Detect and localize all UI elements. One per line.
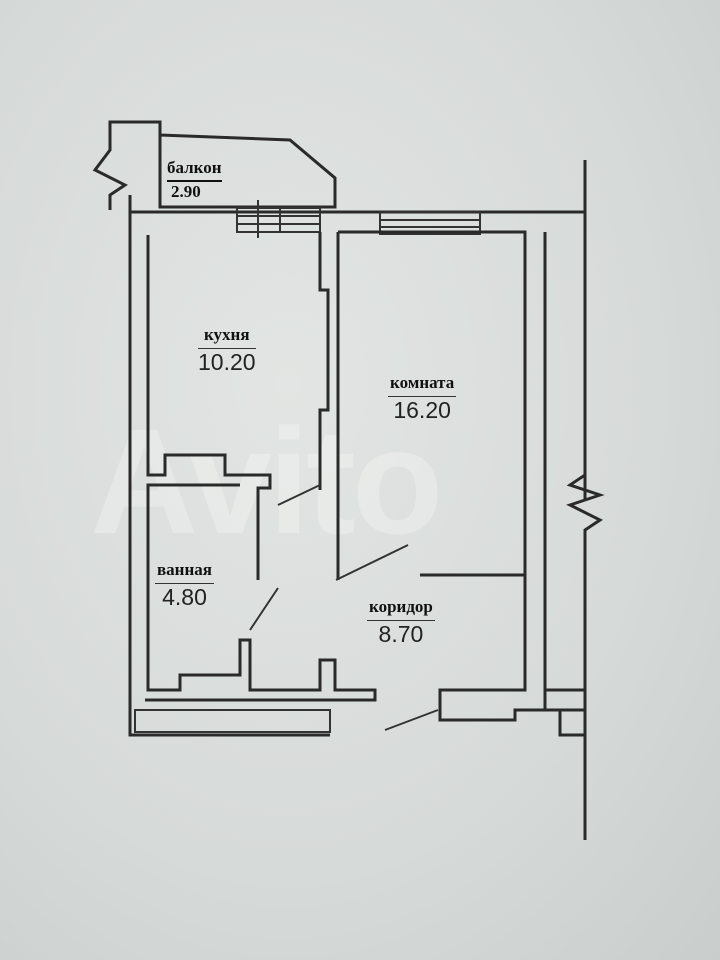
right-column — [543, 232, 587, 712]
bathroom-label: ванная 4.80 — [155, 560, 214, 611]
corridor-area: 8.70 — [378, 621, 424, 647]
balcony-wall — [108, 120, 337, 209]
kitchen-window — [236, 200, 321, 238]
outer-wall — [128, 195, 330, 737]
bathroom-name: ванная — [155, 560, 214, 584]
exit-wall — [545, 708, 585, 737]
kitchen-label: кухня 10.20 — [198, 325, 256, 376]
kitchen-name: кухня — [198, 325, 256, 349]
balcony-label: балкон 2.90 — [167, 158, 222, 202]
kitchen-door — [277, 484, 321, 506]
kitchen-partition — [318, 232, 330, 490]
entrance-door — [384, 709, 439, 731]
balcony-area: 2.90 — [171, 182, 201, 201]
room-walls — [338, 230, 547, 722]
bathroom-walls — [145, 483, 377, 702]
kitchen-area: 10.20 — [198, 349, 256, 375]
right-outer — [566, 498, 603, 840]
right-outer-break — [566, 160, 605, 502]
corridor-label: коридор 8.70 — [367, 597, 435, 648]
break-mark-left — [92, 130, 128, 210]
shaft — [134, 709, 331, 733]
room-window — [379, 211, 481, 235]
room-door — [335, 544, 409, 581]
bathroom-area: 4.80 — [162, 584, 207, 610]
balcony-name: балкон — [167, 158, 222, 182]
kitchen-walls — [146, 235, 272, 580]
bathroom-door — [249, 587, 279, 631]
room-label: комната 16.20 — [388, 373, 457, 424]
corridor-name: коридор — [367, 597, 435, 621]
room-name: комната — [388, 373, 457, 397]
room-area: 16.20 — [393, 397, 451, 423]
